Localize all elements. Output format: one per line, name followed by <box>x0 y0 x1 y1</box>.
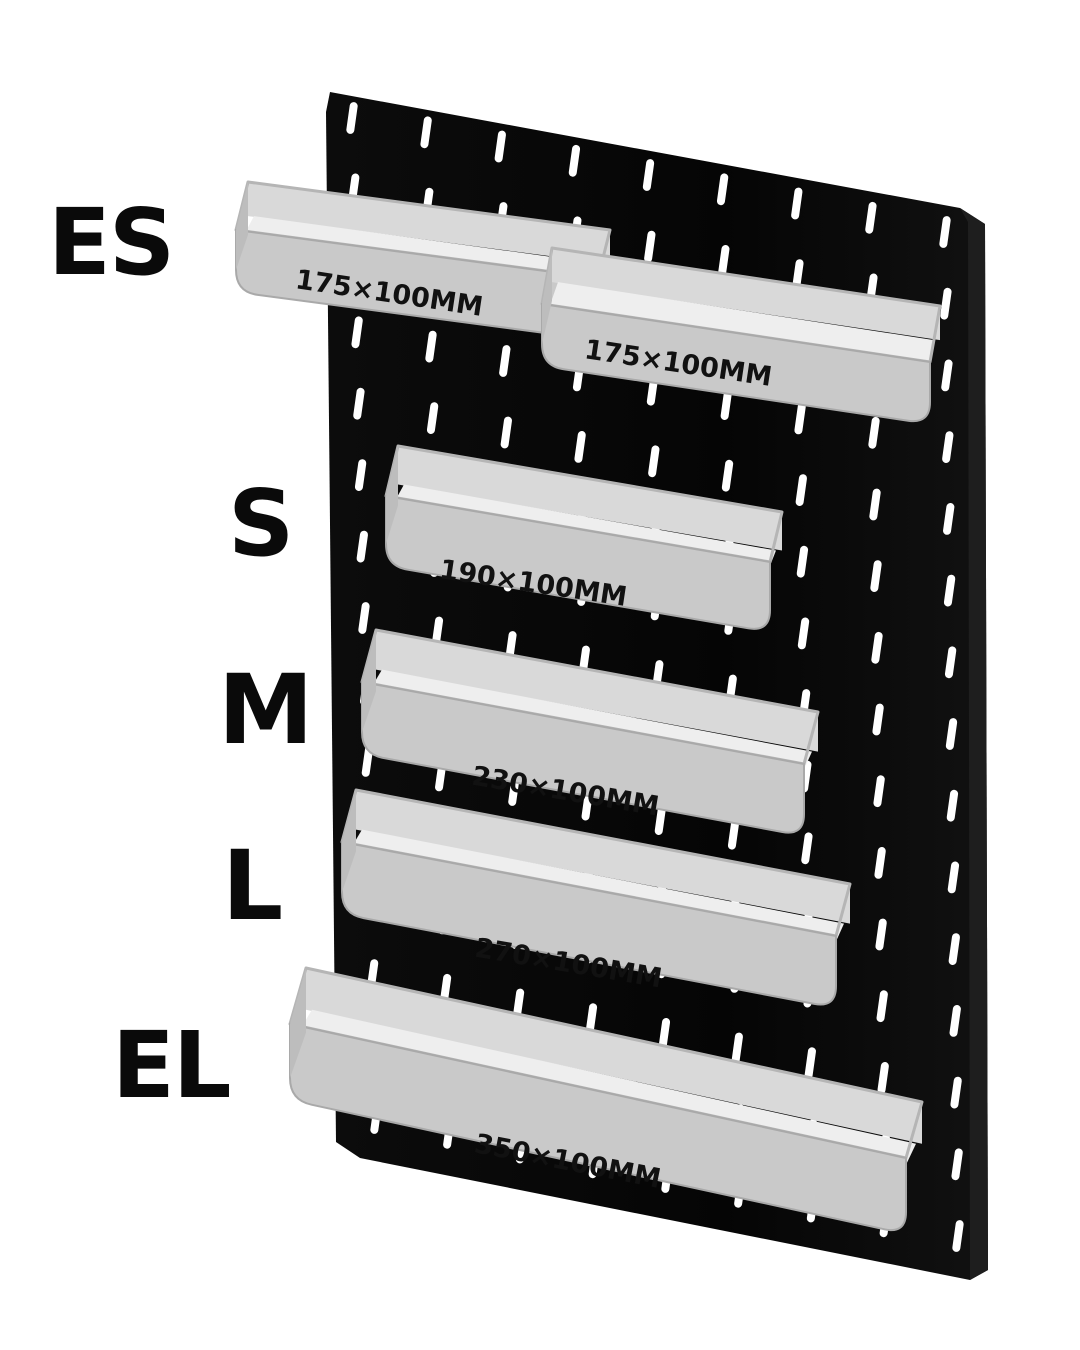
tray-front-wall <box>385 494 771 630</box>
peg-slot <box>720 388 732 420</box>
peg-slot <box>804 1047 816 1080</box>
tray-front-wall <box>541 302 931 423</box>
peg-slot <box>871 631 883 664</box>
pegboard-edge <box>960 208 988 1280</box>
peg-slot <box>797 617 810 650</box>
peg-slot <box>654 803 667 835</box>
tray-end-wall <box>386 446 398 544</box>
tray-back-wall <box>398 446 782 551</box>
peg-slot <box>353 387 365 420</box>
peg-slot <box>356 530 368 563</box>
size-label-el: EL <box>112 1012 231 1119</box>
peg-slot <box>939 216 951 248</box>
tray: 270×100MM <box>340 788 852 1006</box>
tray-back-wall <box>306 968 922 1144</box>
peg-slot <box>642 159 655 191</box>
peg-slot <box>426 402 439 434</box>
tray-end-wall <box>342 790 356 892</box>
size-label-m: M <box>218 654 314 766</box>
peg-slot <box>946 789 959 822</box>
peg-slot <box>716 173 729 206</box>
size-label-l: L <box>222 830 283 942</box>
tray-end-wall <box>362 630 376 732</box>
peg-slot <box>875 918 887 951</box>
peg-slot <box>727 817 740 850</box>
peg-slot <box>873 775 885 808</box>
peg-slot <box>658 1018 671 1050</box>
tray-end-wall <box>236 182 248 270</box>
peg-slot <box>872 703 884 736</box>
peg-slot <box>585 1003 598 1036</box>
tray-back-wall <box>552 248 940 341</box>
peg-slot <box>950 1076 962 1109</box>
peg-slot <box>500 416 512 449</box>
tray: 175×100MM <box>540 246 942 423</box>
tray-back-wall <box>356 790 850 924</box>
peg-slot <box>865 201 877 234</box>
peg-slot <box>794 402 806 435</box>
peg-slot <box>944 646 957 679</box>
peg-slot <box>494 130 506 163</box>
peg-slot <box>795 474 807 506</box>
tray: 230×100MM <box>360 628 820 834</box>
peg-slot <box>499 345 511 377</box>
tray-back-wall <box>376 630 818 752</box>
peg-slot <box>947 861 960 894</box>
size-label-es: ES <box>48 189 175 296</box>
peg-slot <box>574 431 586 463</box>
peg-slot <box>951 1148 963 1181</box>
tray-front-wall <box>341 840 837 1006</box>
peg-slot <box>568 144 581 177</box>
peg-slot <box>945 718 958 750</box>
peg-slot <box>648 445 660 478</box>
peg-slot <box>358 602 370 634</box>
peg-slot <box>791 187 803 220</box>
peg-slot <box>877 1062 889 1094</box>
peg-slot <box>940 287 952 320</box>
tray-front-wall <box>361 680 805 834</box>
peg-slot <box>876 990 888 1023</box>
tray-front-wall <box>289 1022 907 1232</box>
peg-slot <box>731 1032 743 1065</box>
tray-end-wall <box>290 968 306 1078</box>
peg-slot <box>796 545 809 578</box>
peg-slot <box>948 933 960 965</box>
peg-slot <box>943 574 956 607</box>
peg-slot <box>874 847 886 879</box>
peg-slot <box>801 832 813 865</box>
peg-slot <box>949 1005 961 1037</box>
peg-slot <box>952 1220 964 1252</box>
peg-slot <box>644 230 656 263</box>
peg-slot <box>868 416 880 449</box>
size-label-s: S <box>228 470 294 577</box>
peg-slot <box>942 431 954 463</box>
peg-slot <box>425 330 437 363</box>
peg-slot <box>721 459 734 492</box>
peg-slot <box>354 459 367 491</box>
peg-slot <box>346 102 358 134</box>
tray: 350×100MM <box>288 966 924 1232</box>
peg-slot <box>351 316 363 349</box>
peg-slot <box>870 560 882 592</box>
peg-slot <box>869 488 881 521</box>
tray: 175×100MM <box>234 180 612 339</box>
tray-back-wall <box>248 182 610 265</box>
tray: 190×100MM <box>384 444 784 630</box>
peg-slot <box>943 503 955 535</box>
tray-end-wall <box>542 248 552 344</box>
peg-slot <box>718 245 730 277</box>
peg-slot <box>420 116 432 149</box>
peg-slot <box>941 359 953 392</box>
